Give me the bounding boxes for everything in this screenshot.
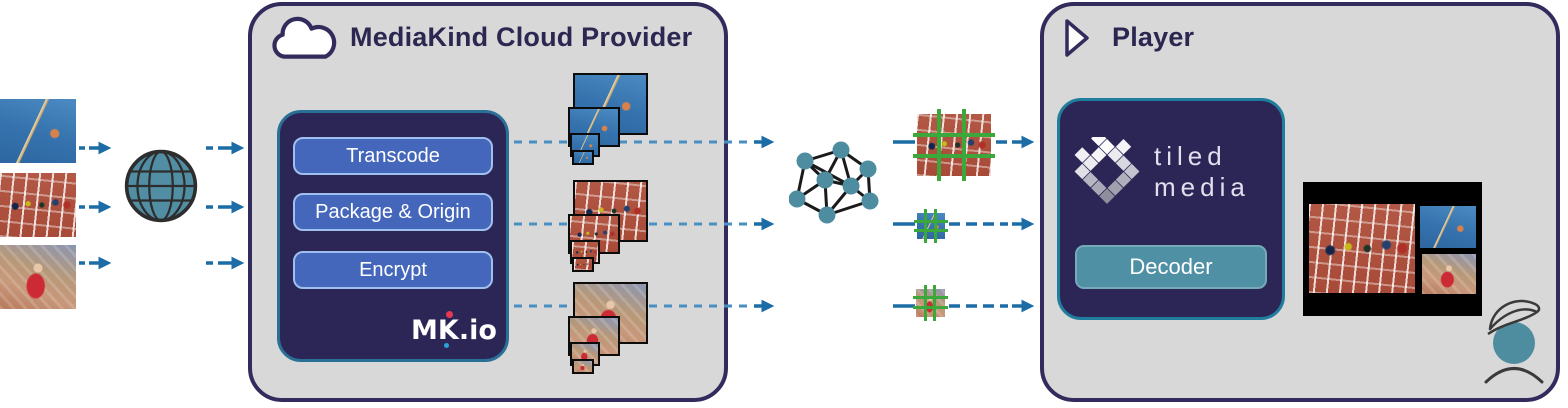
tiled-stream-athlete: [913, 285, 948, 321]
output-main-track-video: [1309, 204, 1415, 293]
cloud-provider-title: MediaKind Cloud Provider: [350, 22, 693, 52]
tiledmedia-logo: tiled media: [1072, 137, 1250, 207]
source-video-track-runners: [0, 173, 76, 237]
source-video-athlete: [0, 245, 76, 309]
cloud-icon: [272, 16, 337, 59]
tiledmedia-box: tiled media Decoder: [1057, 98, 1285, 320]
tiledmedia-diamond-icon: [1074, 137, 1140, 204]
cdn-network-icon: [789, 141, 879, 224]
internet-globe-icon: [124, 149, 198, 223]
flow-network-to-tiles: [893, 140, 915, 308]
output-pip-pole-vault-video: [1420, 206, 1476, 248]
output-display: [1303, 182, 1482, 316]
tiled-stream-pole-vault: [914, 209, 948, 243]
mkio-red-dot: [445, 311, 453, 318]
play-icon: [1065, 19, 1089, 57]
player-title: Player: [1112, 22, 1195, 52]
flow-source-to-globe: [79, 141, 112, 270]
transcode-button[interactable]: Transcode: [293, 137, 493, 175]
player-panel: Player: [1040, 2, 1560, 402]
mkio-blue-dot: [443, 343, 449, 348]
package-origin-button[interactable]: Package & Origin: [293, 193, 493, 231]
tiled-stream-track: [913, 109, 995, 181]
viewer-person-icon: [1484, 299, 1544, 384]
tiledmedia-word-tiled: tiled: [1154, 140, 1227, 171]
encrypt-button[interactable]: Encrypt: [293, 251, 493, 289]
source-video-pole-vault: [0, 99, 76, 163]
decoder-button[interactable]: Decoder: [1075, 245, 1267, 289]
cloud-provider-panel: MediaKind Cloud Provider Transcode Packa…: [248, 2, 728, 402]
tiledmedia-word-media: media: [1154, 172, 1250, 202]
mkio-logo-io: .io: [458, 315, 497, 346]
abr-ladder-track-runners: [566, 180, 652, 273]
mkio-logo-k: K: [438, 311, 459, 348]
abr-ladder-pole-vault: [566, 73, 652, 166]
output-pip-athlete-video: [1422, 254, 1476, 294]
abr-ladder-athlete: [566, 282, 652, 375]
mkio-logo-m: M: [411, 315, 438, 346]
flow-globe-to-cloud: [206, 141, 245, 270]
